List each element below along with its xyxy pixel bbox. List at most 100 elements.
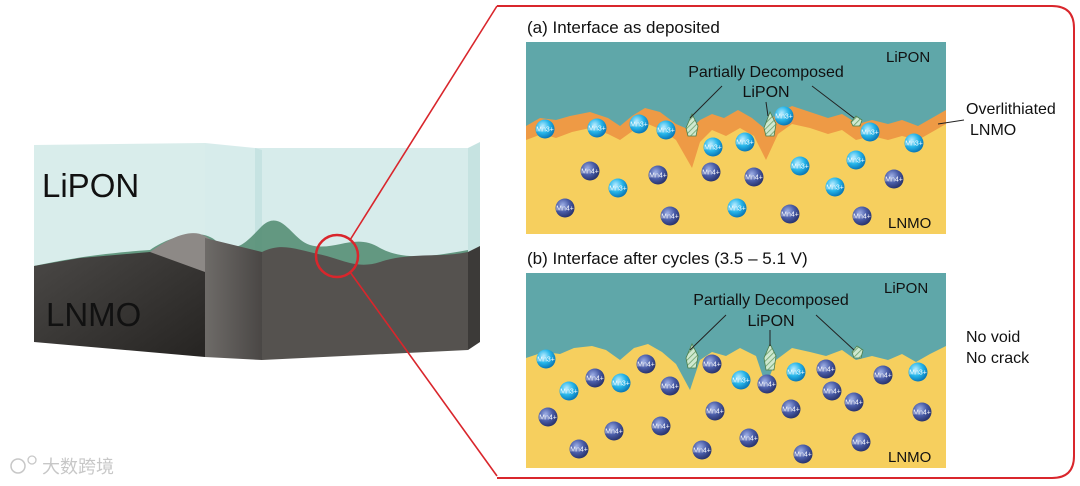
ion-label: Mn3+ [657, 128, 675, 135]
callout-frame [497, 5, 1075, 479]
ion-label: Mn3+ [728, 206, 746, 213]
mn4-ion-icon [822, 381, 842, 401]
panel-b-leader-1 [689, 314, 727, 351]
panel-b-ion-24: Mn4+ [793, 444, 813, 464]
mn3-ion-icon [535, 119, 555, 139]
watermark-logo-dot-icon [27, 455, 37, 465]
mn3-ion-icon [825, 177, 845, 197]
panel-b-decomposed-1 [685, 343, 699, 369]
mn3-ion-icon [608, 178, 628, 198]
panel-a-ion-0: Mn3+ [535, 119, 555, 139]
panel-a-ion-10: Mn3+ [860, 122, 880, 142]
ion-label: Mn3+ [791, 164, 809, 171]
panel-a-ion-21: Mn4+ [884, 169, 904, 189]
panel-b-side-line1: No void [966, 329, 1020, 346]
mn3-ion-icon [908, 362, 928, 382]
panel-a-ion-22: Mn4+ [852, 206, 872, 226]
mn4-ion-icon [636, 354, 656, 374]
panel-b-ion-1: Mn3+ [559, 381, 579, 401]
3d-block: LiPON LNMO [34, 5, 498, 477]
mn3-ion-icon [786, 362, 806, 382]
ion-label: Mn4+ [852, 440, 870, 447]
panel-a-ion-12: Mn3+ [608, 178, 628, 198]
ion-label: Mn4+ [702, 170, 720, 177]
panel-b-ion-25: Mn4+ [851, 432, 871, 452]
panel-a: (a) Interface as deposited LiPON LNMO Pa… [526, 18, 1056, 234]
panel-b-lnmo-label: LNMO [888, 449, 931, 466]
ion-label: Mn4+ [605, 429, 623, 436]
panel-a-ion-2: Mn3+ [629, 114, 649, 134]
panel-a-ion-5: Mn3+ [735, 132, 755, 152]
panel-b: (b) Interface after cycles (3.5 – 5.1 V)… [526, 249, 1030, 468]
ion-label: Mn3+ [775, 114, 793, 121]
panel-b-lipon-label: LiPON [884, 280, 928, 297]
mn3-ion-icon [559, 381, 579, 401]
panel-a-ion-14: Mn4+ [580, 161, 600, 181]
ion-label: Mn3+ [704, 145, 722, 152]
panel-a-ion-16: Mn4+ [555, 198, 575, 218]
ion-label: Mn4+ [817, 367, 835, 374]
panel-b-ion-3: Mn3+ [731, 370, 751, 390]
panel-a-lipon-label: LiPON [886, 49, 930, 66]
mn4-ion-icon [884, 169, 904, 189]
ion-label: Mn3+ [612, 381, 630, 388]
ion-label: Mn4+ [781, 212, 799, 219]
panel-a-ion-19: Mn4+ [660, 206, 680, 226]
mn4-ion-icon [701, 162, 721, 182]
mn4-ion-icon [780, 204, 800, 224]
ion-label: Mn3+ [787, 370, 805, 377]
ion-label: Mn4+ [693, 448, 711, 455]
ion-label: Mn4+ [794, 452, 812, 459]
panel-a-title: (a) Interface as deposited [527, 18, 720, 37]
ion-label: Mn4+ [539, 415, 557, 422]
ion-label: Mn4+ [706, 409, 724, 416]
panel-b-ion-22: Mn4+ [692, 440, 712, 460]
watermark: 大数跨境 [10, 455, 114, 478]
mn4-ion-icon [604, 421, 624, 441]
ion-label: Mn4+ [703, 362, 721, 369]
panel-b-ion-7: Mn4+ [636, 354, 656, 374]
mn3-ion-icon [904, 133, 924, 153]
panel-b-ion-2: Mn3+ [611, 373, 631, 393]
ion-label: Mn3+ [736, 140, 754, 147]
mn3-ion-icon [860, 122, 880, 142]
ion-label: Mn3+ [826, 185, 844, 192]
ion-label: Mn4+ [874, 373, 892, 380]
panel-a-decomposed-3 [850, 115, 863, 127]
panel-b-ion-0: Mn3+ [536, 349, 556, 369]
mn4-ion-icon [702, 354, 722, 374]
ion-label: Mn4+ [649, 173, 667, 180]
mn3-ion-icon [846, 150, 866, 170]
panel-a-side-leader [937, 119, 965, 125]
panel-b-decomposed-line1: Partially Decomposed [693, 292, 849, 309]
panel-b-ion-14: Mn4+ [651, 416, 671, 436]
panel-a-leader-1 [689, 85, 723, 119]
lnmo-step-front [205, 238, 262, 360]
panel-b-ion-10: Mn4+ [816, 359, 836, 379]
watermark-text: 大数跨境 [42, 457, 114, 478]
panel-a-ion-18: Mn4+ [744, 167, 764, 187]
ion-label: Mn4+ [745, 175, 763, 182]
mn4-ion-icon [660, 206, 680, 226]
panel-b-lnmo-layer [526, 344, 946, 468]
panel-a-ion-7: Mn3+ [790, 156, 810, 176]
lnmo-right-side [468, 246, 480, 350]
panel-a-lnmo-label: LNMO [888, 215, 931, 232]
ion-label: Mn4+ [652, 424, 670, 431]
panel-a-decomposed-line2: LiPON [742, 84, 789, 101]
panel-b-ion-8: Mn4+ [660, 376, 680, 396]
ion-label: Mn4+ [740, 436, 758, 443]
callout-line-top [349, 5, 498, 241]
panel-a-lnmo-layer [526, 124, 946, 234]
panel-b-ion-21: Mn4+ [569, 439, 589, 459]
ion-label: Mn4+ [823, 389, 841, 396]
panel-b-ion-16: Mn4+ [757, 374, 777, 394]
mn3-ion-icon [774, 106, 794, 126]
mn4-ion-icon [844, 392, 864, 412]
panel-b-ion-17: Mn4+ [781, 399, 801, 419]
panel-a-decomposed-line1: Partially Decomposed [688, 64, 844, 81]
panel-b-ion-4: Mn3+ [786, 362, 806, 382]
callout-line-bottom [349, 271, 498, 477]
mn3-ion-icon [611, 373, 631, 393]
mn4-ion-icon [852, 206, 872, 226]
